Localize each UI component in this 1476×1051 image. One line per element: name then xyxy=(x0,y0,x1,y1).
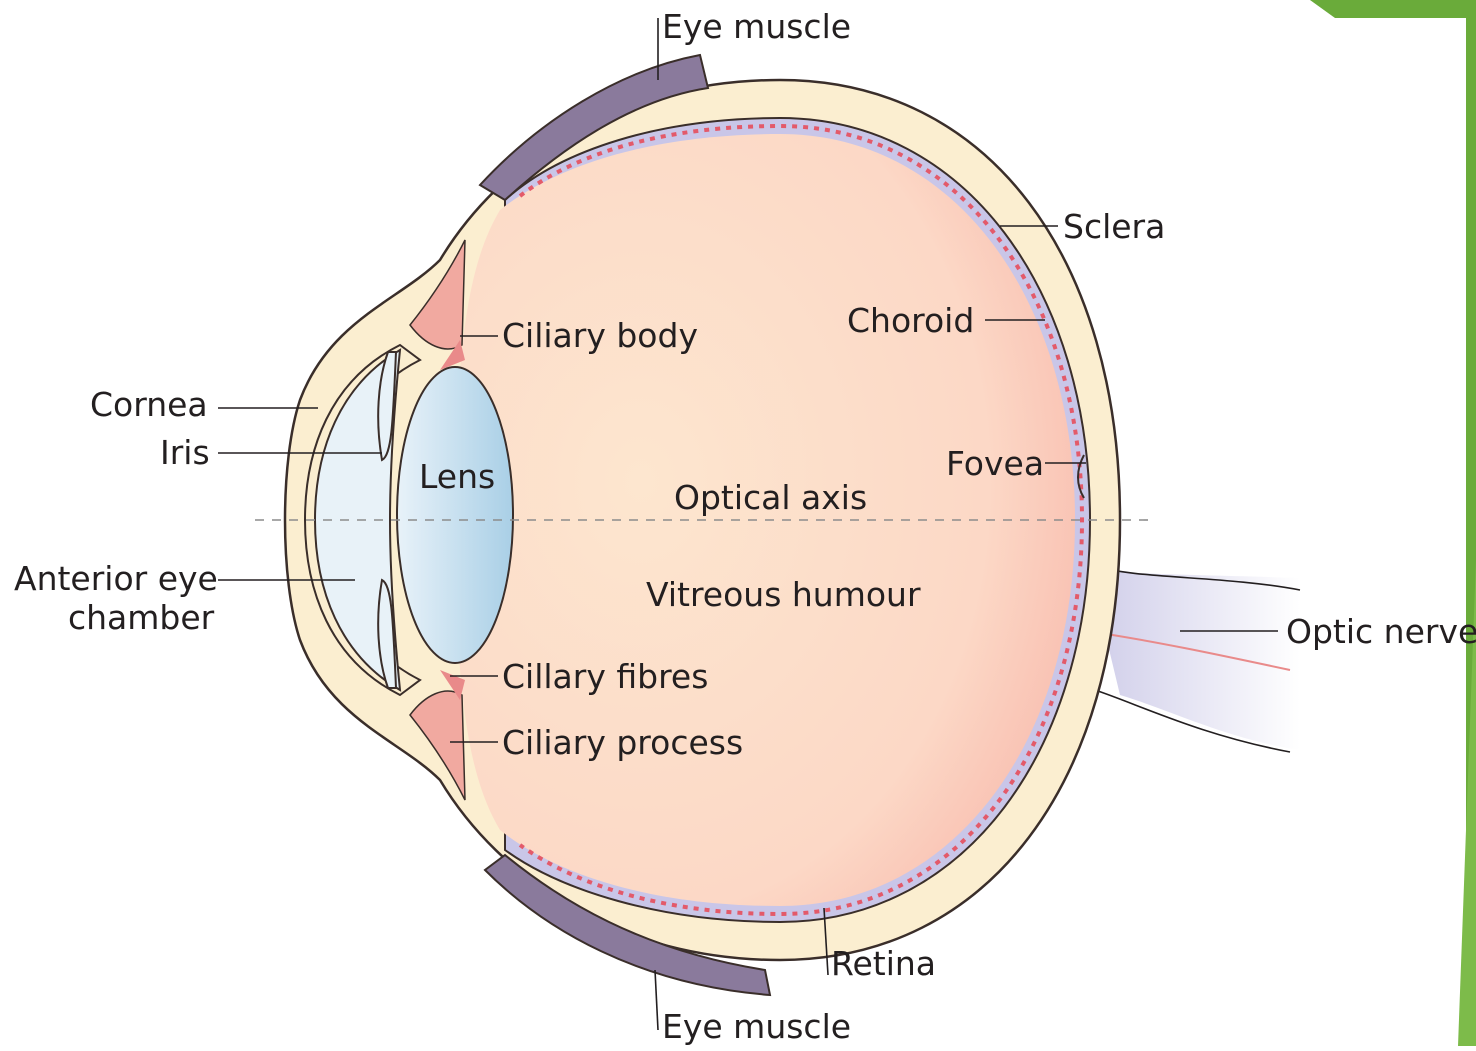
label-sclera: Sclera xyxy=(1063,207,1165,246)
label-ciliary-fibres: Cillary fibres xyxy=(502,657,708,696)
label-optic-nerve: Optic nerve xyxy=(1286,612,1476,651)
label-optical-axis: Optical axis xyxy=(674,478,867,517)
label-ciliary-process: Ciliary process xyxy=(502,723,743,762)
label-eye-muscle-bottom: Eye muscle xyxy=(662,1007,851,1046)
label-cornea: Cornea xyxy=(90,385,208,424)
label-iris: Iris xyxy=(160,433,210,472)
label-retina: Retina xyxy=(831,944,936,983)
label-eye-muscle-top: Eye muscle xyxy=(662,7,851,46)
green-accent-decoration xyxy=(1310,0,1476,1046)
label-lens: Lens xyxy=(419,457,495,496)
label-anterior-chamber-2: chamber xyxy=(68,598,215,637)
label-choroid: Choroid xyxy=(847,301,974,340)
label-vitreous-humour: Vitreous humour xyxy=(646,575,921,614)
lens-shape xyxy=(397,367,513,663)
label-anterior-chamber-1: Anterior eye xyxy=(14,559,218,598)
label-ciliary-body: Ciliary body xyxy=(502,316,698,355)
label-fovea: Fovea xyxy=(946,444,1044,483)
